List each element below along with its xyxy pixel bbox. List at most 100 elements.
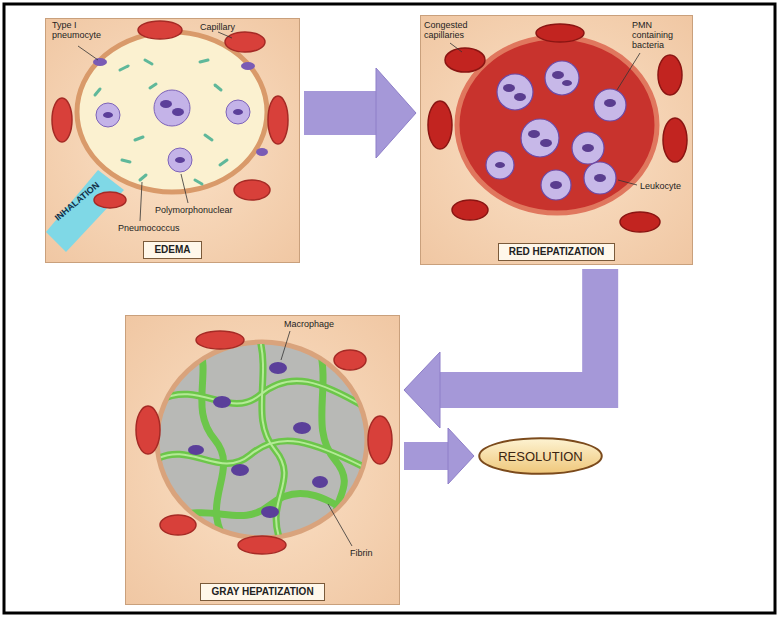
callout-label: Leukocyte xyxy=(640,181,688,191)
capillaries xyxy=(52,21,288,208)
route-label: INHALATION xyxy=(53,180,101,223)
leader-line xyxy=(617,53,640,90)
leader-line xyxy=(450,43,462,52)
leader-line xyxy=(328,504,352,546)
pmn-cell xyxy=(96,103,120,127)
arrow-shaft xyxy=(439,269,600,390)
red-hepatization-illustration xyxy=(420,15,693,265)
nucleus xyxy=(172,108,184,116)
capillary xyxy=(452,200,488,220)
callout-label: Macrophage xyxy=(284,319,344,329)
callout-label: Polymorphonuclear xyxy=(155,205,245,215)
capillary xyxy=(663,118,687,162)
nucleus xyxy=(175,157,185,163)
bacteria xyxy=(95,60,227,184)
gray-hepatization-illustration xyxy=(125,315,400,605)
capillary xyxy=(94,192,126,208)
nucleus xyxy=(495,162,505,168)
capillary xyxy=(52,98,72,142)
tissue-ground xyxy=(125,315,400,605)
callout-label: PMN containing bacteria xyxy=(632,20,686,50)
stage-label: GRAY HEPATIZATION xyxy=(200,583,324,601)
edema-illustration xyxy=(45,18,300,263)
nucleus xyxy=(514,93,526,101)
capillary xyxy=(234,180,270,200)
callout-label: Capillary xyxy=(200,22,248,32)
outcome-ellipse: RESOLUTION xyxy=(478,437,603,475)
nucleus xyxy=(503,84,515,92)
fibrin-strand xyxy=(160,381,370,410)
nucleus xyxy=(231,464,249,476)
block-arrow xyxy=(404,428,474,484)
bacterium xyxy=(135,137,143,140)
leader-line xyxy=(78,46,98,60)
outcome-label: RESOLUTION xyxy=(498,449,583,464)
alveolus xyxy=(77,32,267,192)
nucleus xyxy=(594,174,606,182)
inhalation-band xyxy=(46,170,124,252)
nucleus xyxy=(213,396,231,408)
nucleus xyxy=(256,148,268,156)
fibrin-strand xyxy=(200,345,225,540)
pmn-cells xyxy=(96,90,250,172)
nucleus xyxy=(540,139,552,147)
nucleus xyxy=(582,144,594,152)
fibrin-strand xyxy=(170,493,360,520)
leader-lines xyxy=(78,32,232,221)
outer-frame xyxy=(4,4,775,613)
capillary xyxy=(536,24,584,42)
pneumocyte-nuclei xyxy=(93,58,268,156)
fibrin-strand xyxy=(320,350,344,530)
callout-label: Congested capillaries xyxy=(424,20,478,40)
leukocyte xyxy=(541,170,571,200)
capillary xyxy=(196,331,244,349)
capillaries xyxy=(428,24,687,232)
nucleus xyxy=(269,362,287,374)
capillary xyxy=(368,416,392,464)
bacterium xyxy=(195,180,202,184)
bacterium xyxy=(200,60,208,62)
capillary xyxy=(428,101,452,149)
tissue-ground xyxy=(420,15,693,265)
bacterium xyxy=(120,66,128,70)
capillary xyxy=(620,212,660,232)
macrophage-nuclei xyxy=(188,362,328,518)
arrow-shaft xyxy=(304,91,377,135)
bacterium xyxy=(205,135,212,140)
bacterium xyxy=(122,160,130,162)
fibrin-highlights xyxy=(155,340,370,540)
nucleus xyxy=(550,181,562,189)
pmn-cell xyxy=(168,148,192,172)
ellipse-shape xyxy=(479,438,602,474)
bacterium xyxy=(95,89,100,95)
alveolus xyxy=(457,37,657,213)
nucleus xyxy=(293,422,311,434)
bacterium xyxy=(150,84,156,88)
leukocyte xyxy=(594,89,626,121)
capillary xyxy=(658,55,682,95)
leader-line xyxy=(140,182,142,221)
nucleus xyxy=(552,71,564,79)
capillaries xyxy=(136,331,392,554)
leader-lines xyxy=(281,331,352,546)
capillary xyxy=(268,96,288,144)
nucleus xyxy=(103,112,113,118)
bacterium xyxy=(140,175,146,180)
arrow-head xyxy=(448,428,474,484)
capillary xyxy=(334,350,366,370)
leader-line xyxy=(618,180,637,185)
leukocyte xyxy=(545,61,579,95)
callout-label: Type I pneumocyte xyxy=(52,20,106,40)
capillary xyxy=(160,515,196,535)
arrow-head xyxy=(376,68,416,158)
bacterium xyxy=(145,60,152,64)
stage-label: RED HEPATIZATION xyxy=(498,243,616,261)
callout-label: Pneumococcus xyxy=(118,223,188,233)
fibrin-strands xyxy=(155,340,370,540)
nucleus xyxy=(160,100,172,108)
nucleus xyxy=(233,109,243,115)
nucleus xyxy=(604,99,616,107)
leukocyte xyxy=(486,151,514,179)
